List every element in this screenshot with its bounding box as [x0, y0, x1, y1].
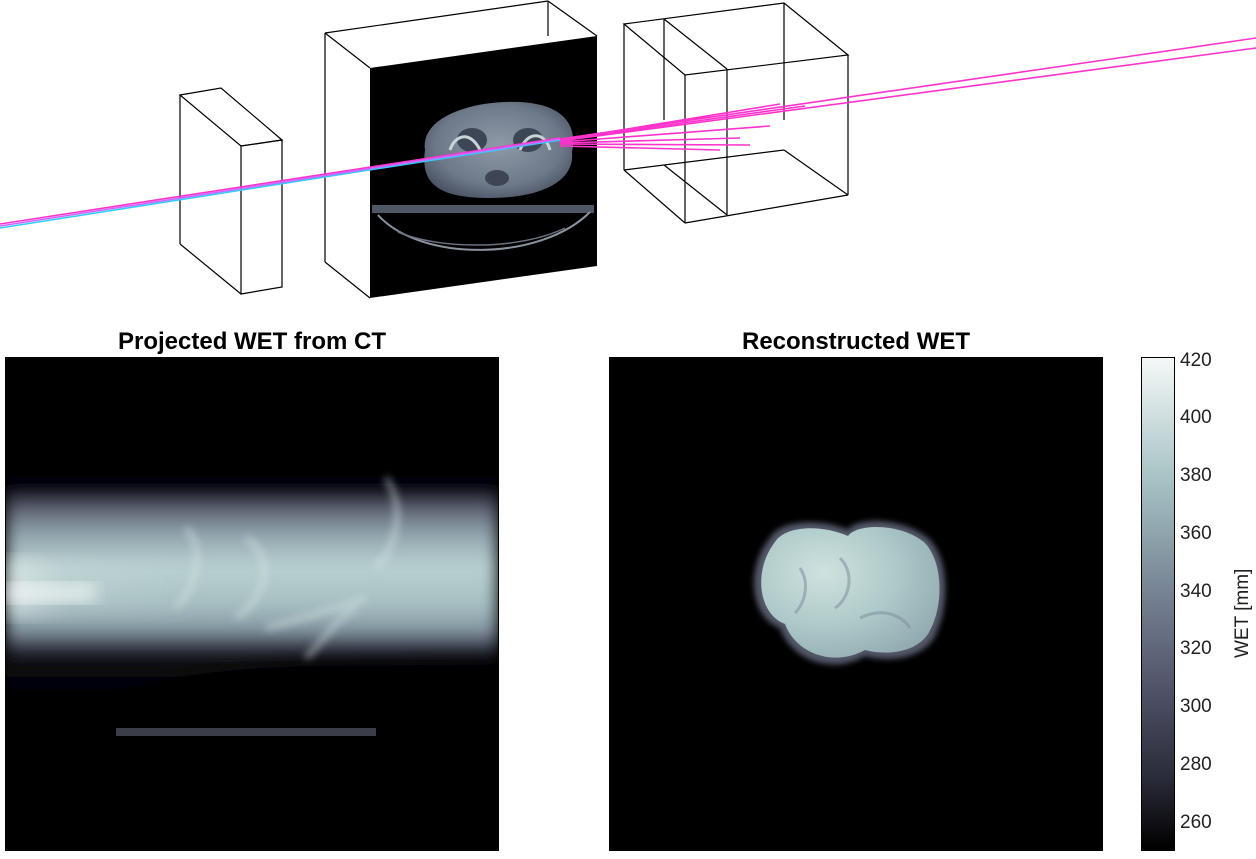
colorbar-ticks: 420 400 380 360 340 320 300 280 260 — [1174, 350, 1254, 849]
proton-beam-tracks — [0, 37, 1256, 229]
colorbar-tick: 400 — [1180, 407, 1212, 428]
right-panel-title: Reconstructed WET — [741, 328, 971, 355]
colorbar-tick: 340 — [1180, 581, 1212, 602]
colorbar-tick: 280 — [1180, 754, 1212, 775]
left-panel-title: Projected WET from CT — [117, 328, 387, 355]
colorbar — [1141, 357, 1175, 851]
front-detector-box — [178, 87, 284, 295]
colorbar-label: WET [mm] — [1232, 568, 1253, 658]
projected-wet-image — [5, 357, 499, 851]
colorbar-tick: 360 — [1180, 523, 1212, 544]
colorbar-tick: 420 — [1180, 350, 1212, 371]
colorbar-tick: 260 — [1180, 812, 1212, 833]
reconstructed-wet-image — [609, 357, 1103, 851]
colorbar-tick: 300 — [1180, 696, 1212, 717]
setup-schematic — [0, 0, 1256, 299]
phantom-box — [324, 0, 598, 299]
colorbar-tick: 380 — [1180, 465, 1212, 486]
colorbar-tick: 320 — [1180, 638, 1212, 659]
